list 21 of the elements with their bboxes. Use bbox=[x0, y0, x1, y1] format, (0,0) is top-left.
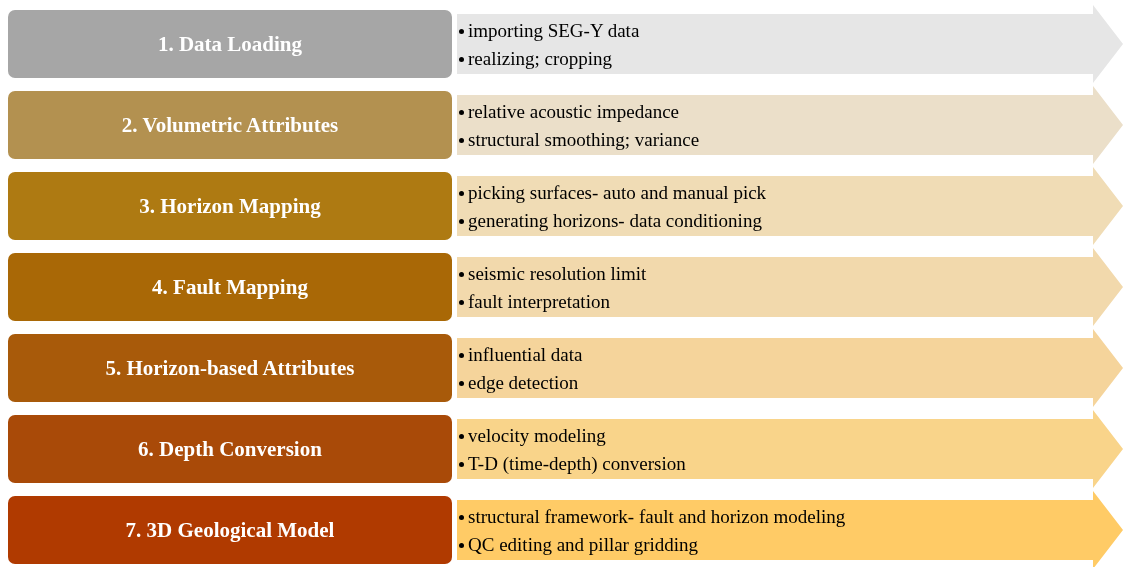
bullet-item: T-D (time-depth) conversion bbox=[468, 452, 686, 476]
bullet-item: relative acoustic impedance bbox=[468, 100, 679, 124]
bullet-item: fault interpretation bbox=[468, 290, 610, 314]
step-box: 3. Horizon Mapping bbox=[8, 172, 452, 240]
step-box: 4. Fault Mapping bbox=[8, 253, 452, 321]
step-box: 6. Depth Conversion bbox=[8, 415, 452, 483]
bullet-item: QC editing and pillar gridding bbox=[468, 533, 699, 557]
step-box: 7. 3D Geological Model bbox=[8, 496, 452, 564]
bullet-item: importing SEG-Y data bbox=[468, 19, 640, 43]
bullet-item: velocity modeling bbox=[468, 424, 606, 448]
bullet-item: seismic resolution limit bbox=[468, 262, 647, 286]
bullet-item: structural smoothing; variance bbox=[468, 128, 700, 152]
bullet-item: realizing; cropping bbox=[468, 47, 613, 71]
bullet-item: generating horizons- data conditioning bbox=[468, 209, 762, 233]
bullet-item: picking surfaces- auto and manual pick bbox=[468, 181, 767, 205]
bullet-item: structural framework- fault and horizon modeling bbox=[468, 505, 846, 529]
step-box: 1. Data Loading bbox=[8, 10, 452, 78]
step-box: 5. Horizon-based Attributes bbox=[8, 334, 452, 402]
step-box: 2. Volumetric Attributes bbox=[8, 91, 452, 159]
bullet-item: edge detection bbox=[468, 371, 579, 395]
bullet-item: influential data bbox=[468, 343, 583, 367]
